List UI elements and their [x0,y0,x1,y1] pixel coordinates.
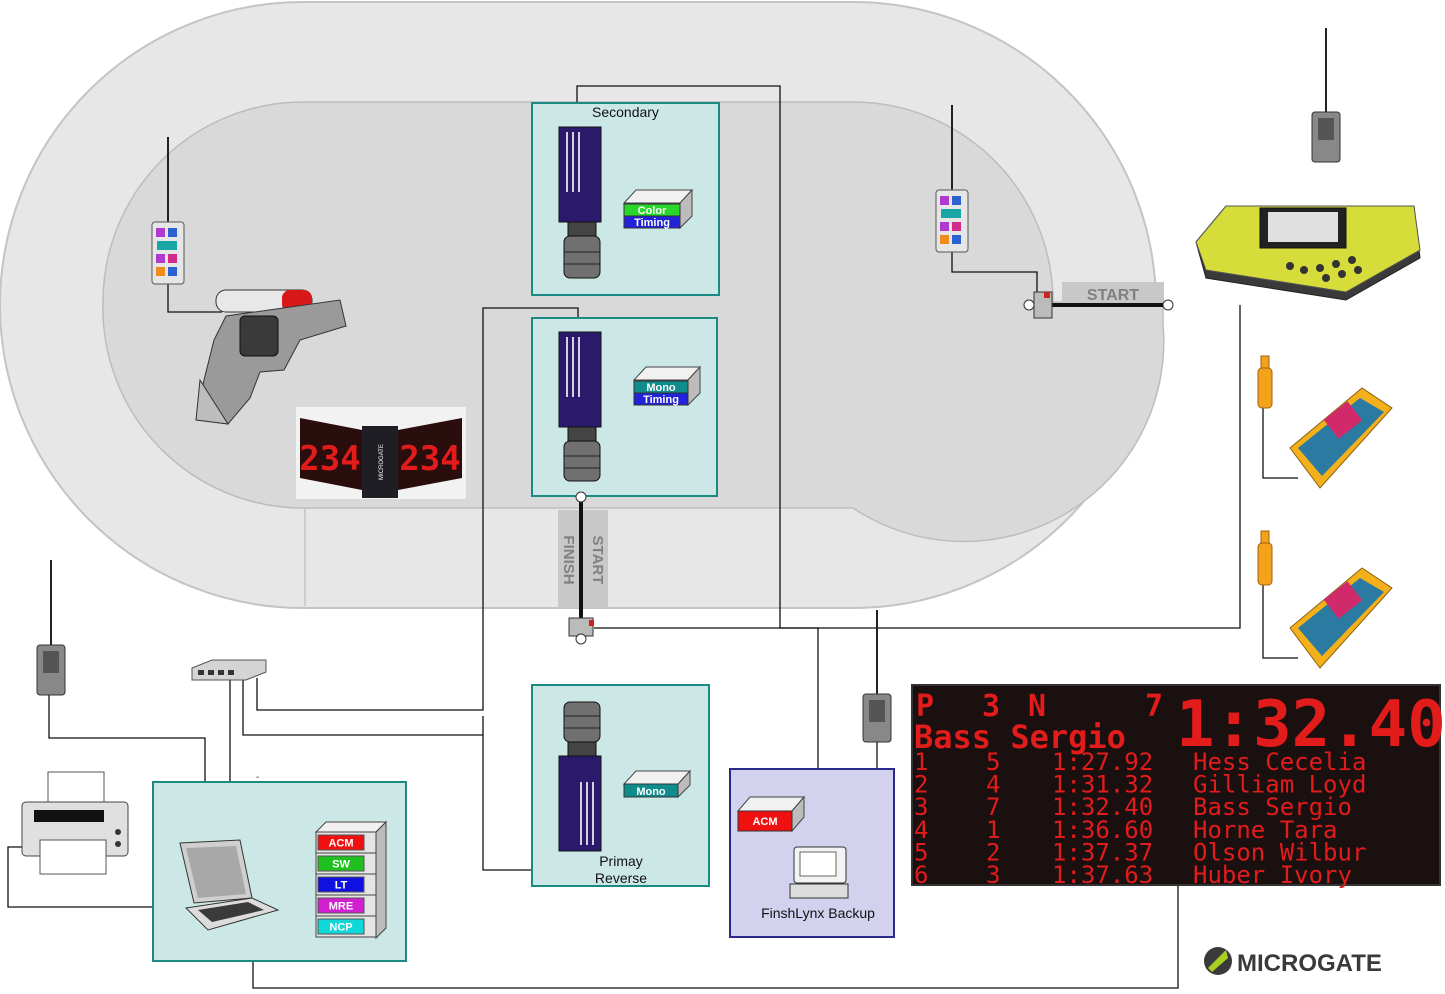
row-time: 1:36.60 [1052,816,1153,844]
mono-timing-module: Mono Timing [632,365,702,407]
row-time: 1:27.92 [1052,748,1153,776]
scoreboard-time: 1:32.40 [1176,688,1445,762]
module-label: SW [332,859,350,871]
photocell-icon [1023,291,1053,319]
scoreboard-heat: 3 [982,689,1000,724]
scoreboard-row: 4 1 1:36.60 Horne Tara [914,816,1338,844]
mini-display-logo: MICROGATE [379,444,385,480]
scoreboard-athlete-name: Bass Sergio [914,718,1126,756]
camera-icon [558,701,602,852]
row-time: 1:31.32 [1052,771,1153,799]
row-lane: 2 [986,838,1000,866]
scoreboard-row: 2 4 1:31.32 Gilliam Loyd [914,771,1366,799]
row-name: Olson Wilbur [1193,838,1366,866]
acm-label: ACM [752,816,777,828]
module-label: NCP [329,922,352,934]
start-label-vertical: START [589,536,606,585]
primary-label-line2: Reverse [595,870,647,886]
row-lane: 3 [986,861,1000,889]
row-place: 4 [914,816,928,844]
module-ncp: NCP [315,915,377,938]
row-time: 1:37.63 [1052,861,1153,889]
start-label: START [1087,287,1139,304]
secondary-label: Secondary [592,104,659,120]
mini-display-left-number: 234 [299,439,360,479]
radio-transmitter-left [151,137,185,285]
finish-label: FINISH [560,535,577,584]
row-name: Bass Sergio [1193,793,1352,821]
module-sw: SW [315,852,377,875]
row-name: Horne Tara [1193,816,1338,844]
radio-transmitter-start [935,105,969,253]
scoreboard-lane: 7 [1145,689,1163,724]
row-place: 6 [914,861,928,889]
laptop-icon [179,839,280,931]
row-place: 1 [914,748,928,776]
scoreboard-n: N [1028,689,1046,724]
color-timing-module: Color Timing [622,188,694,230]
network-switch-icon [191,659,267,681]
scoreboard-row: 3 7 1:32.40 Bass Sergio [914,793,1352,821]
timing-label: Timing [634,217,670,229]
finish-line: FINISH START [558,491,608,645]
module-label: ACM [328,838,353,850]
primary-label-line1: Primay [599,853,643,869]
scoreboard-row: 1 5 1:27.92 Hess Cecelia [914,748,1366,776]
row-time: 1:37.37 [1052,838,1153,866]
row-lane: 1 [986,816,1000,844]
logo-text: MICROGATE [1237,950,1382,977]
module-label: LT [335,880,348,892]
mono-module: Mono [622,769,692,799]
radio-receiver-backup [862,610,892,743]
row-lane: 7 [986,793,1000,821]
row-name: Huber Ivory [1193,861,1352,889]
scoreboard-row: 6 3 1:37.63 Huber Ivory [914,861,1352,889]
module-mre: MRE [315,894,377,917]
scoreboard-row: 5 2 1:37.37 Olson Wilbur [914,838,1366,866]
row-lane: 5 [986,748,1000,776]
software-module-stack: ACM SW LT MRE NCP [314,820,388,940]
mono-camera-panel: Mono Timing [531,317,718,497]
radio-receiver-right [1311,28,1341,163]
start-line: START [1023,282,1174,319]
module-lt: LT [315,873,377,896]
dash-label: - [256,772,259,783]
mini-display: 234 234 MICROGATE [296,407,466,499]
timing-console [1195,205,1421,301]
mono-label: Mono [636,786,666,798]
handheld-timer-2 [1257,530,1393,669]
row-place: 3 [914,793,928,821]
start-pistol-icon [195,289,347,425]
led-scoreboard: P 3 N 7 1:32.40 Bass Sergio 1 5 1:27.92 Hes… [911,684,1445,889]
module-acm: ACM [315,831,377,854]
mono-label: Mono [646,382,676,394]
row-place: 5 [914,838,928,866]
scoreboard-p: P [916,689,934,724]
desktop-computer-icon [789,846,849,899]
timing-label: Timing [643,394,679,406]
row-time: 1:32.40 [1052,793,1153,821]
camera-icon [558,126,602,279]
mini-display-right-number: 234 [399,439,460,479]
row-name: Hess Cecelia [1193,748,1366,776]
finishlynx-backup-label: FinshLynx Backup [761,905,875,921]
printer-icon [21,771,129,875]
row-lane: 4 [986,771,1000,799]
row-name: Gilliam Loyd [1193,771,1366,799]
photocell-icon [568,617,594,645]
backup-panel: ACM FinshLynx Backup [729,768,895,938]
main-laptop-panel: - ACM SW LT MRE NCP [152,772,407,962]
scoreboard-results: 1 5 1:27.92 Hess Cecelia 2 4 1:31.32 Gilliam Lo… [914,748,1366,889]
acm-module: ACM [736,795,806,833]
secondary-camera-panel: Secondary Color Timing [531,102,720,296]
radio-receiver-left [36,560,66,696]
primary-camera-panel: Mono Primay Reverse [531,684,710,887]
handheld-timer-1 [1257,355,1393,489]
camera-icon [558,331,602,482]
microgate-logo: MICROGATE [1204,947,1382,977]
module-label: MRE [329,901,353,913]
color-label: Color [638,205,667,217]
row-place: 2 [914,771,928,799]
